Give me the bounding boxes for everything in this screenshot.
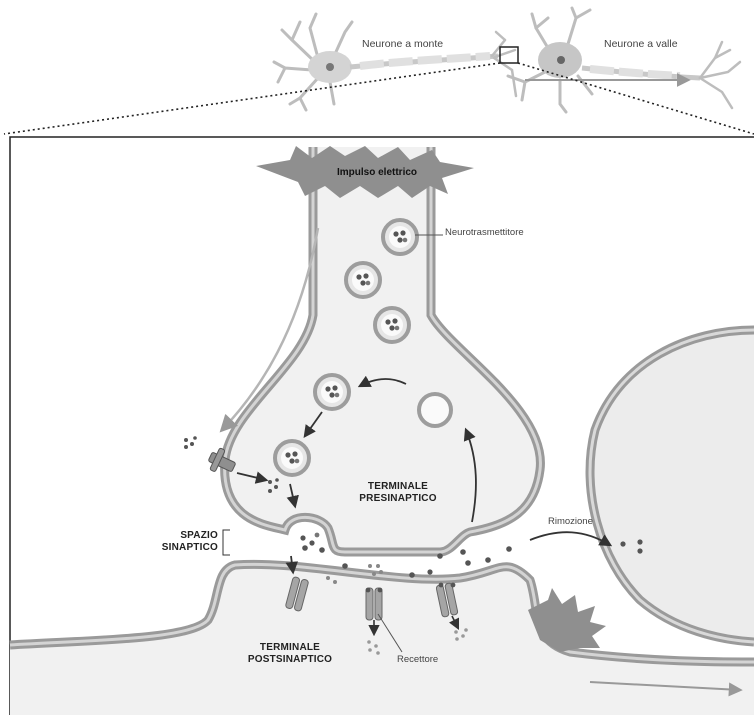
presynaptic-terminal-label: TERMINALE PRESINAPTICO xyxy=(348,481,448,504)
removal-label: Rimozione xyxy=(548,517,593,528)
empty-vesicle xyxy=(419,394,451,426)
presynaptic-label-line2: PRESINAPTICO xyxy=(348,493,448,505)
postsynaptic-terminal-label: TERMINALE POSTSINAPTICO xyxy=(235,642,345,665)
synaptic-space-label-line1: SPAZIO xyxy=(138,530,218,542)
neuron-overview xyxy=(4,8,754,134)
vesicle xyxy=(383,220,417,254)
receptor-label: Recettore xyxy=(397,655,438,666)
synaptic-space-label-line2: SINAPTICO xyxy=(138,542,218,554)
synaptic-space-label: SPAZIO SINAPTICO xyxy=(138,530,218,553)
electrical-impulse-label: Impulso elettrico xyxy=(337,167,417,179)
vesicle xyxy=(375,308,409,342)
vesicle xyxy=(275,441,309,475)
presynaptic-label-line1: TERMINALE xyxy=(348,481,448,493)
vesicle xyxy=(346,263,380,297)
postsynaptic-label-line1: TERMINALE xyxy=(235,642,345,654)
upstream-neuron-label: Neurone a monte xyxy=(362,38,443,50)
glial-cell xyxy=(590,330,754,642)
neurotransmitter-label: Neurotrasmettitore xyxy=(445,228,524,239)
postsynaptic-label-line2: POSTSINAPTICO xyxy=(235,654,345,666)
vesicle xyxy=(315,375,349,409)
downstream-neuron-label: Neurone a valle xyxy=(604,38,678,50)
